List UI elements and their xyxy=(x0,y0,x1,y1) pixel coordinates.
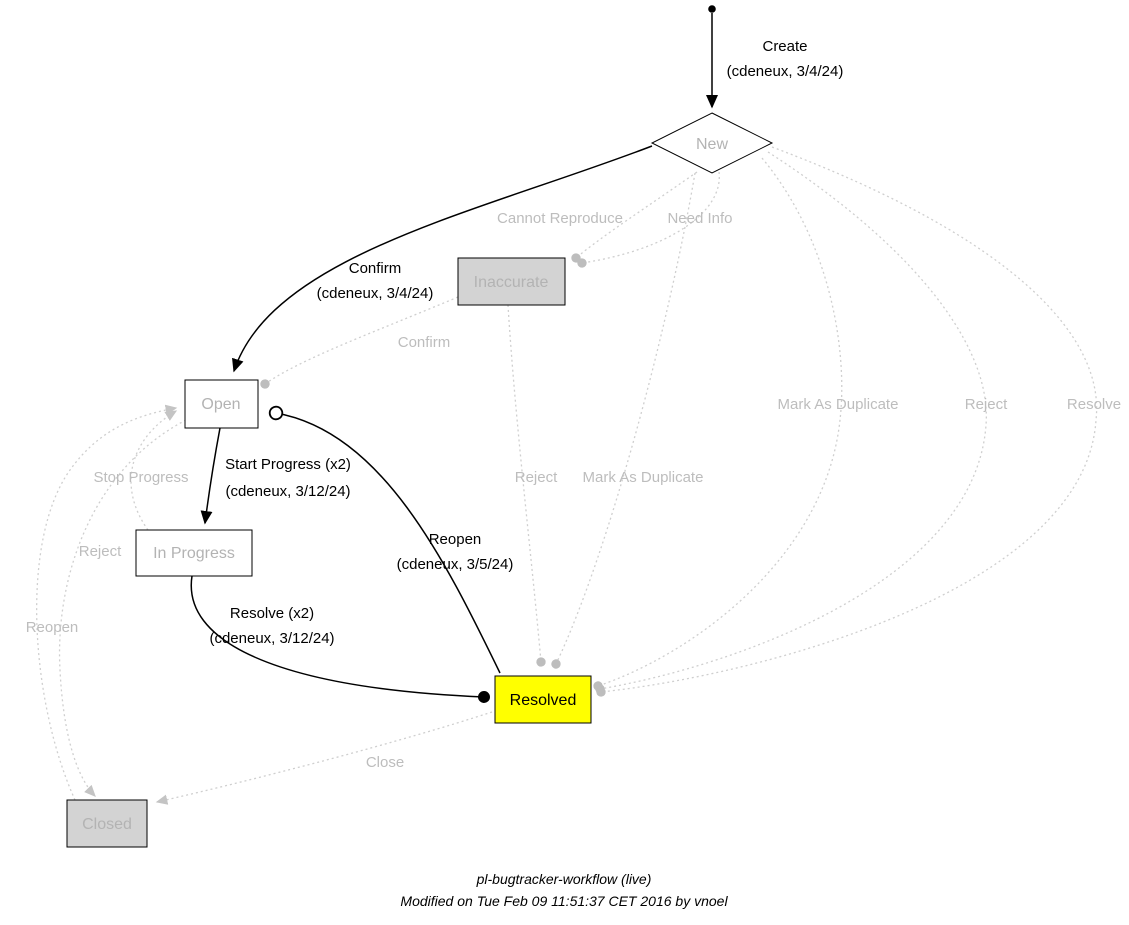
footer-modified: Modified on Tue Feb 09 11:51:37 CET 2016… xyxy=(400,893,728,909)
edge-stop-progress xyxy=(130,410,178,531)
edge-resolve-label: Resolve (x2) xyxy=(230,605,314,622)
node-closed xyxy=(66,799,148,848)
edge-reopen-left-label: Reopen xyxy=(26,619,79,636)
edge-mark-as-duplicate-mid-label: Mark As Duplicate xyxy=(583,469,704,486)
edge-confirm-meta: (cdeneux, 3/4/24) xyxy=(317,285,434,302)
edge-resolve-right xyxy=(596,146,1098,697)
edge-confirm-inactive-label: Confirm xyxy=(398,334,451,351)
edge-resolve-meta: (cdeneux, 3/12/24) xyxy=(209,630,334,647)
edge-reject-right xyxy=(595,151,987,694)
node-resolved xyxy=(494,675,592,724)
edge-start-progress xyxy=(200,427,221,525)
edge-reject-mid xyxy=(507,304,546,667)
edge-reopen-left xyxy=(36,404,178,801)
edge-reject-mid-label: Reject xyxy=(515,469,558,486)
edge-cannot-reproduce-label: Cannot Reproduce xyxy=(497,210,623,227)
edge-resolve-active xyxy=(190,575,490,703)
edge-stop-progress-label: Stop Progress xyxy=(93,469,188,486)
edge-reopen-label: Reopen xyxy=(429,531,482,548)
edge-cannot-reproduce xyxy=(571,171,698,263)
inactive-edge-labels: Cannot Reproduce Need Info Confirm Mark … xyxy=(26,210,1121,771)
node-inaccurate xyxy=(457,257,566,306)
edge-reject-left-label: Reject xyxy=(79,543,122,560)
node-new xyxy=(650,112,774,174)
edge-mark-as-duplicate-right-label: Mark As Duplicate xyxy=(778,396,899,413)
edge-resolve-right-label: Resolve xyxy=(1067,396,1121,413)
node-in-progress xyxy=(135,529,253,577)
active-edge-labels: Create (cdeneux, 3/4/24) Confirm (cdeneu… xyxy=(209,38,843,647)
node-open xyxy=(184,379,259,429)
edge-start-progress-label: Start Progress (x2) xyxy=(225,456,351,473)
edge-confirm-inactive xyxy=(260,296,459,389)
edge-mark-as-duplicate-mid xyxy=(551,172,696,669)
edge-create-meta: (cdeneux, 3/4/24) xyxy=(727,63,844,80)
edge-confirm-active xyxy=(232,145,653,373)
edge-reopen-active xyxy=(268,405,501,674)
node-open-label: Open xyxy=(201,396,240,413)
edge-create-label: Create xyxy=(762,38,807,55)
node-new-label: New xyxy=(696,136,728,153)
edge-mark-as-duplicate-right xyxy=(593,157,843,691)
edge-close-label: Close xyxy=(366,754,404,771)
node-closed-label: Closed xyxy=(82,816,132,833)
inactive-edges xyxy=(36,146,1098,805)
edge-start-progress-meta: (cdeneux, 3/12/24) xyxy=(225,483,350,500)
edge-reject-left xyxy=(58,419,187,797)
node-in-progress-label: In Progress xyxy=(153,545,235,562)
footer-title: pl-bugtracker-workflow (live) xyxy=(476,871,652,887)
edge-confirm-label: Confirm xyxy=(349,260,402,277)
nodes: New Inaccurate Open In Progress Resolved… xyxy=(66,112,774,848)
edge-reject-right-label: Reject xyxy=(965,396,1008,413)
edge-need-info-label: Need Info xyxy=(667,210,732,227)
edge-close xyxy=(155,711,493,805)
active-edges xyxy=(190,5,718,703)
footer: pl-bugtracker-workflow (live) Modified o… xyxy=(400,871,728,909)
start-node xyxy=(708,5,716,13)
node-inaccurate-label: Inaccurate xyxy=(474,274,549,291)
node-resolved-label: Resolved xyxy=(510,692,577,709)
edge-reopen-meta: (cdeneux, 3/5/24) xyxy=(397,556,514,573)
